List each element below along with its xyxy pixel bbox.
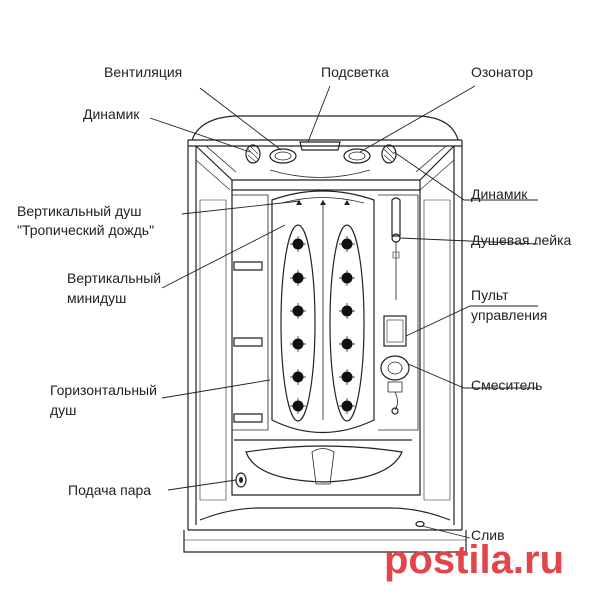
jet-cross — [290, 236, 306, 252]
label-backlight: Подсветка — [321, 64, 389, 80]
label-control-2: управления — [471, 307, 548, 323]
label-rain-shower-1: Вертикальный душ — [17, 203, 142, 219]
central-panel — [271, 190, 375, 433]
jet-cross — [339, 303, 355, 319]
shower-tray — [183, 507, 467, 553]
label-horizontal-1: Горизонтальный — [50, 382, 157, 398]
seat — [234, 439, 412, 485]
jet-cross — [290, 303, 306, 319]
roof — [187, 115, 463, 191]
right-column — [380, 197, 410, 415]
label-hand-shower: Душевая лейка — [471, 232, 572, 248]
jet-cross — [339, 270, 355, 286]
label-ozonator: Озонатор — [471, 64, 533, 80]
label-mini-shower-1: Вертикальный — [67, 270, 162, 286]
label-ventilation: Вентиляция — [104, 64, 183, 80]
label-speaker-left: Динамик — [83, 106, 140, 122]
label-mini-shower-2: минидуш — [67, 290, 127, 306]
massage-jets — [290, 236, 355, 414]
shelves — [233, 261, 263, 423]
label-drain: Слив — [471, 527, 505, 543]
jet-cross — [339, 398, 355, 414]
jet-cross — [290, 398, 306, 414]
steam-outlet-icon — [235, 472, 247, 488]
label-rain-shower-2: "Тропический дождь" — [17, 222, 155, 238]
canopy-fixtures — [269, 141, 371, 178]
jet-cross — [290, 270, 306, 286]
jet-cross — [339, 369, 355, 385]
cabin-frame — [187, 146, 463, 530]
jet-cross — [339, 236, 355, 252]
label-speaker-right: Динамик — [471, 186, 528, 202]
leader-lines — [149, 85, 539, 539]
label-mixer: Смеситель — [471, 377, 543, 393]
watermark-logo: postila.ru — [384, 538, 565, 582]
label-horizontal-2: душ — [50, 402, 77, 418]
speaker-right-icon — [381, 144, 397, 164]
jet-cross — [290, 336, 306, 352]
back-panel — [231, 190, 421, 496]
label-control-1: Пульт — [471, 287, 509, 303]
speaker-left-icon — [245, 144, 261, 164]
jet-cross — [339, 336, 355, 352]
label-steam: Подача пара — [68, 482, 152, 498]
jet-cross — [290, 369, 306, 385]
